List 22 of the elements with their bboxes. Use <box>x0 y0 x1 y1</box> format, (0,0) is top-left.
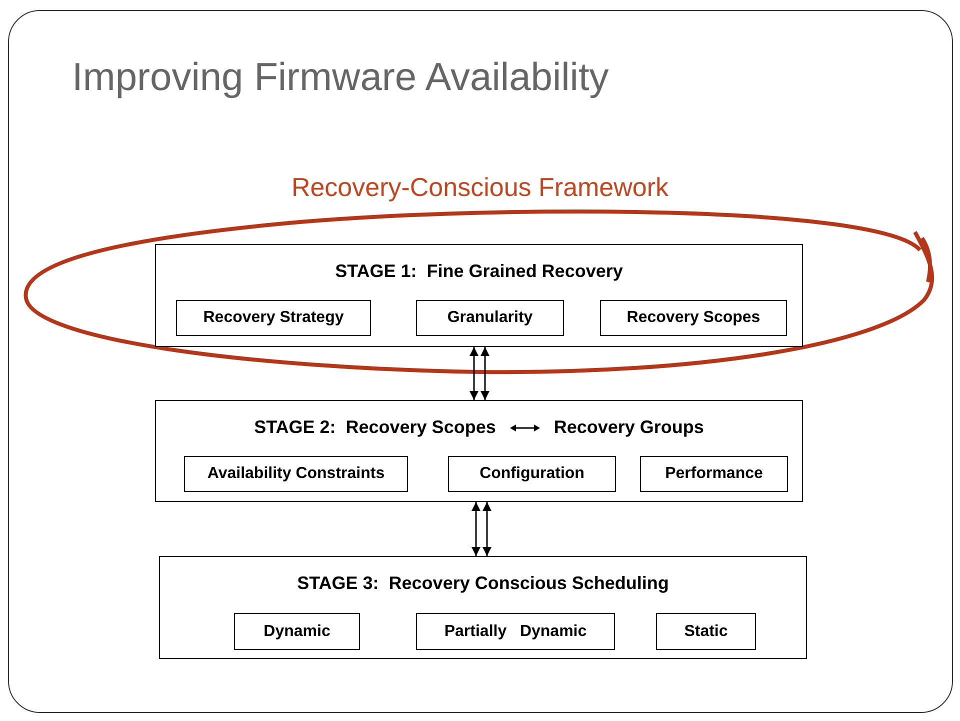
sub-box: Granularity <box>416 300 564 336</box>
arrow <box>472 502 480 556</box>
framework-label: Recovery-Conscious Framework <box>290 172 670 203</box>
sub-box: Configuration <box>448 456 616 492</box>
stage-title: Recovery Groups <box>554 417 704 438</box>
arrow <box>482 502 492 556</box>
sub-box: Performance <box>640 456 788 492</box>
stage-box <box>155 400 803 502</box>
sub-box: Recovery Scopes <box>600 300 787 336</box>
sub-box: Dynamic <box>234 613 360 650</box>
sub-box: Recovery Strategy <box>176 300 371 336</box>
stage-title: STAGE 1: Fine Grained Recovery <box>335 261 623 282</box>
sub-box: Availability Constraints <box>184 456 408 492</box>
stage-box <box>155 244 803 347</box>
sub-box: Partially Dynamic <box>416 613 615 650</box>
stage-title: STAGE 2: Recovery Scopes <box>254 417 496 438</box>
arrow <box>480 347 490 400</box>
arrow <box>470 347 478 400</box>
slide-title: Improving Firmware Availability <box>72 56 609 100</box>
stage-box <box>159 556 807 659</box>
stage-title: STAGE 3: Recovery Conscious Scheduling <box>297 573 669 594</box>
sub-box: Static <box>656 613 756 650</box>
